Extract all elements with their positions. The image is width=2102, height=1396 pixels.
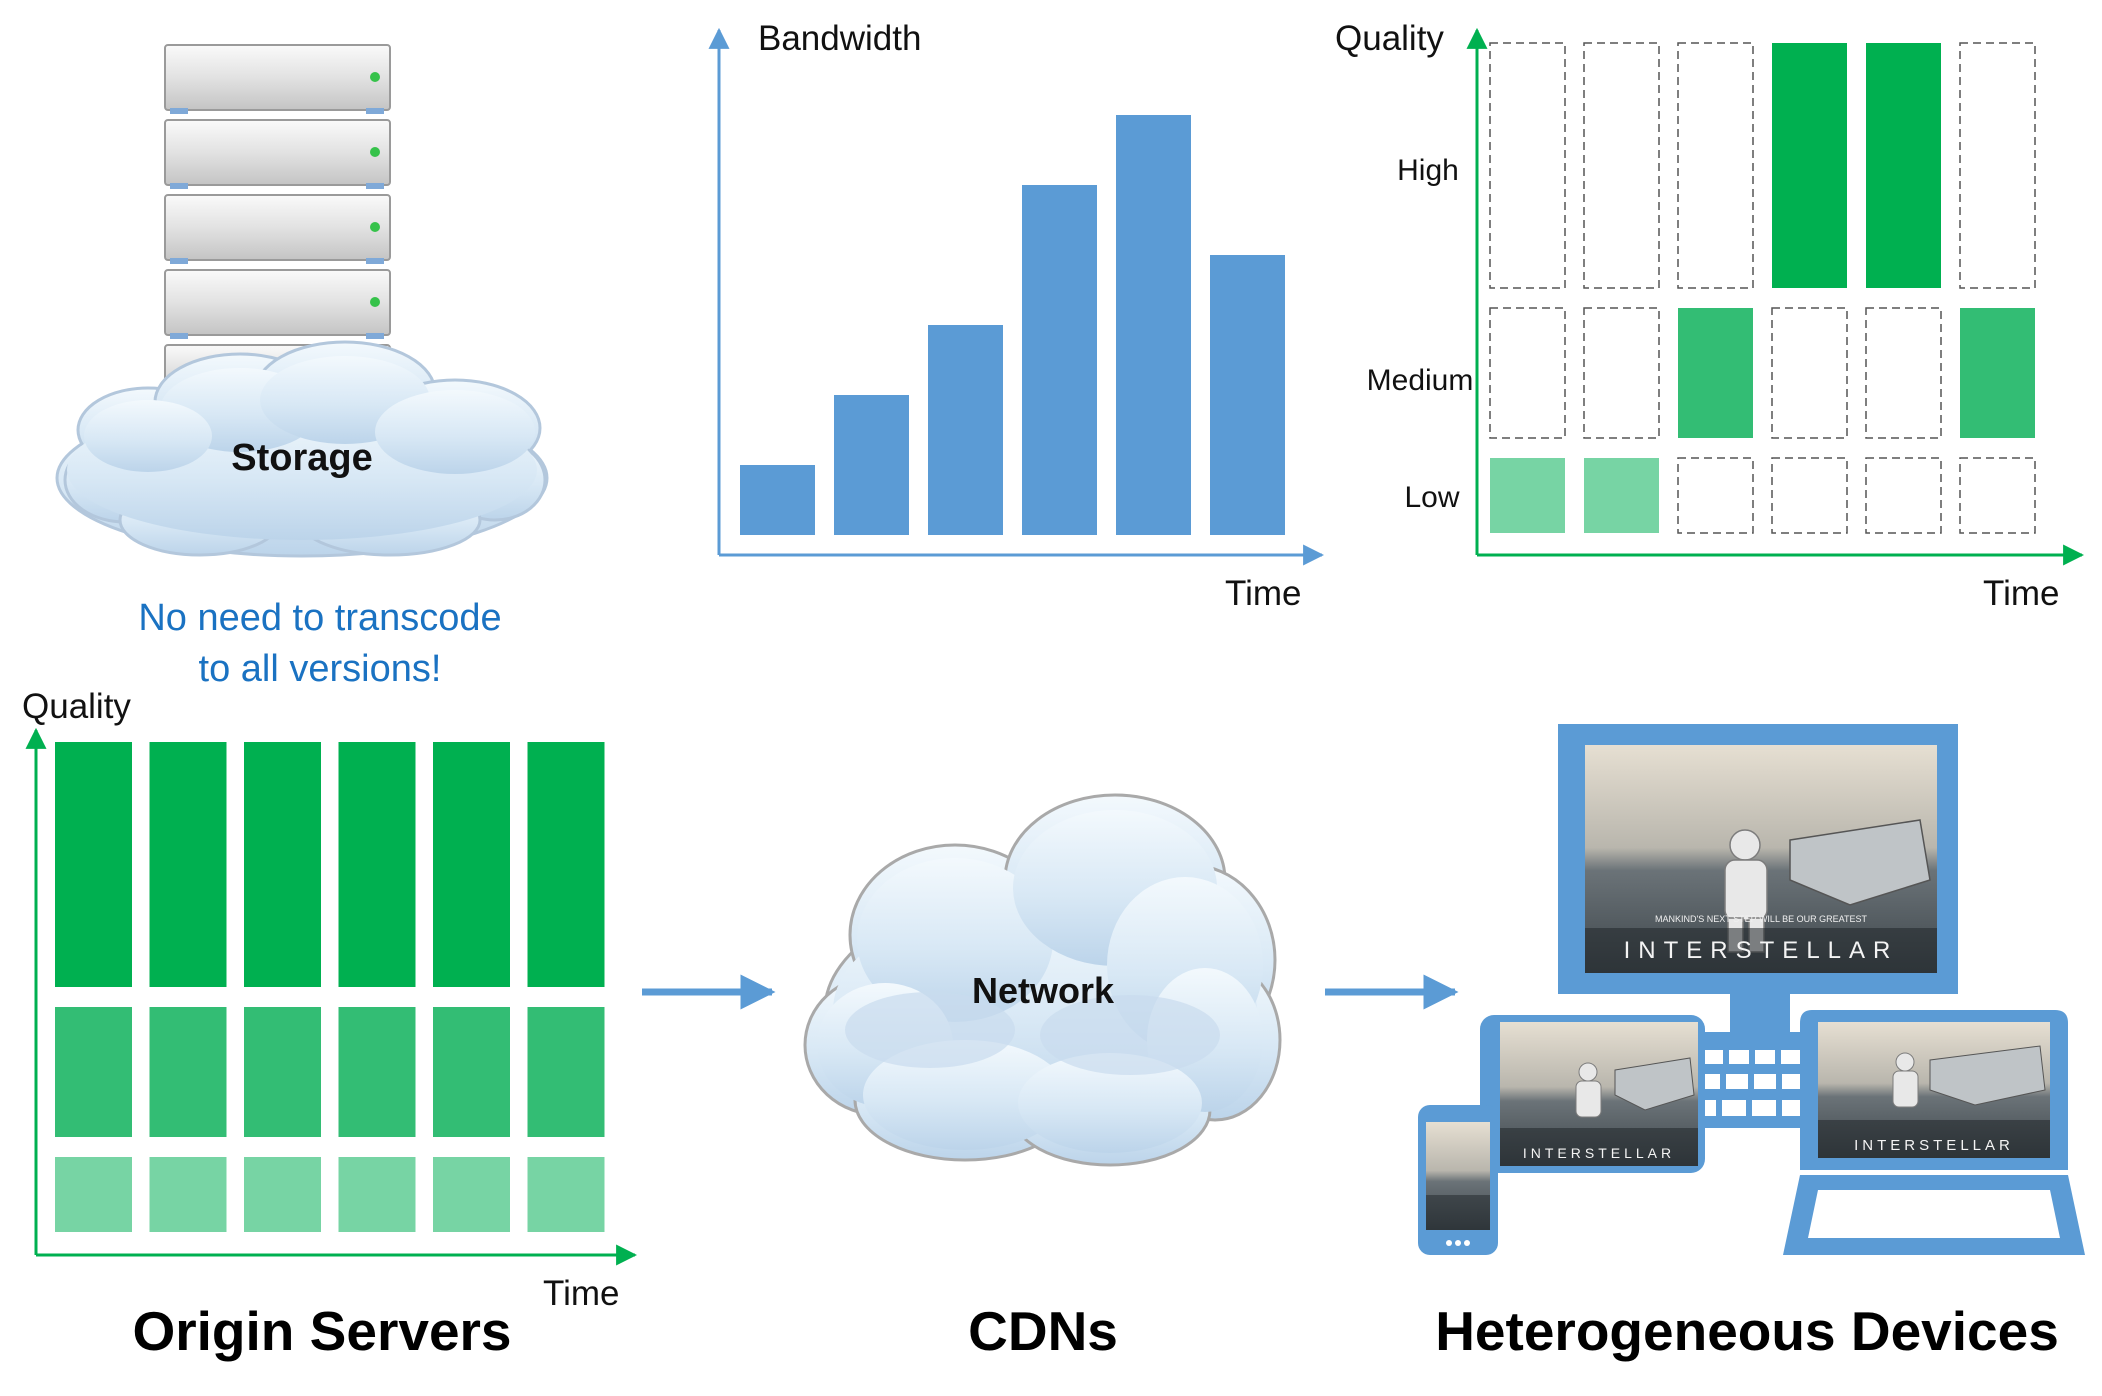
origin-medium-segment: [433, 1007, 510, 1137]
origin-high-segment: [55, 742, 132, 987]
adaptive-quality-chart: Quality Time High Medium Low: [1335, 19, 2085, 613]
empty-quality-cell: [1489, 42, 1566, 289]
empty-quality-cell: [1959, 42, 2036, 289]
origin-low-segment: [527, 1157, 605, 1232]
empty-quality-cell: [1677, 42, 1754, 289]
network-cloud-icon: [803, 793, 1282, 1167]
spacecraft-shape: [1789, 819, 1931, 906]
poster-tagline-large: MANKIND'S NEXT STEP WILL BE OUR GREATEST: [1655, 914, 1867, 924]
quality-x-axis-label: Time: [1983, 574, 2059, 613]
storage-label: Storage: [231, 437, 372, 479]
quality-y-axis-label: Quality: [1335, 19, 1444, 58]
bandwidth-bar: [928, 325, 1003, 535]
origin-y-axis-label: Quality: [22, 687, 131, 726]
empty-quality-cell: [1677, 457, 1754, 534]
selected-quality-cell: [1490, 458, 1565, 533]
level-label-high: High: [1397, 154, 1459, 187]
origin-low-segment: [244, 1157, 321, 1232]
origin-medium-segment: [244, 1007, 321, 1137]
empty-quality-cell: [1771, 307, 1848, 439]
selected-quality-cell: [1866, 43, 1941, 288]
poster-title-laptop: INTERSTELLAR: [1854, 1137, 2014, 1154]
bandwidth-x-axis-label: Time: [1225, 574, 1301, 613]
smartphone-icon: [1418, 1105, 1498, 1255]
network-label: Network: [972, 970, 1115, 1011]
selected-quality-cell: [1772, 43, 1847, 288]
empty-quality-cell: [1489, 307, 1566, 439]
origin-medium-segment: [149, 1007, 227, 1137]
origin-medium-segment: [55, 1007, 132, 1137]
bandwidth-y-axis-label: Bandwidth: [758, 19, 921, 58]
selected-quality-cell: [1678, 308, 1753, 438]
bandwidth-bars: [740, 115, 1285, 535]
heterogeneous-devices-caption: Heterogeneous Devices: [1435, 1300, 2059, 1362]
origin-x-axis-label: Time: [543, 1274, 619, 1313]
origin-low-segment: [338, 1157, 416, 1232]
empty-quality-cell: [1865, 457, 1942, 534]
desktop-monitor-icon: MANKIND'S NEXT STEP WILL BE OUR GREATEST…: [1558, 724, 1958, 1032]
origin-high-segment: [338, 742, 416, 987]
level-label-medium: Medium: [1367, 364, 1474, 397]
level-label-low: Low: [1404, 481, 1459, 514]
storage-cloud-icon: [55, 340, 549, 558]
bandwidth-bar: [1210, 255, 1285, 535]
bandwidth-bar: [834, 395, 909, 535]
bandwidth-chart: Bandwidth Time: [708, 19, 1325, 613]
empty-quality-cell: [1583, 42, 1660, 289]
origin-servers-caption: Origin Servers: [132, 1300, 511, 1362]
bandwidth-bar: [1116, 115, 1191, 535]
bandwidth-bar: [1022, 185, 1097, 535]
laptop-icon: INTERSTELLAR: [1783, 1010, 2085, 1255]
empty-quality-cell: [1771, 457, 1848, 534]
origin-medium-segment: [338, 1007, 416, 1137]
poster-title-large: INTERSTELLAR: [1624, 937, 1899, 964]
selected-quality-cell: [1960, 308, 2035, 438]
poster-title-tablet: INTERSTELLAR: [1523, 1145, 1675, 1161]
origin-high-segment: [244, 742, 321, 987]
origin-high-segment: [433, 742, 510, 987]
quality-cells: [1489, 42, 2036, 534]
origin-segments: [55, 742, 605, 1232]
empty-quality-cell: [1959, 457, 2036, 534]
origin-medium-segment: [527, 1007, 605, 1137]
transcode-note-line2: to all versions!: [199, 648, 442, 690]
origin-low-segment: [433, 1157, 510, 1232]
cdns-caption: CDNs: [968, 1300, 1118, 1362]
origin-quality-grid: Quality Time: [22, 687, 638, 1313]
empty-quality-cell: [1583, 307, 1660, 439]
bandwidth-bar: [740, 465, 815, 535]
selected-quality-cell: [1584, 458, 1659, 533]
tablet-icon: INTERSTELLAR: [1480, 1015, 1705, 1173]
origin-low-segment: [55, 1157, 132, 1232]
origin-low-segment: [149, 1157, 227, 1232]
origin-high-segment: [149, 742, 227, 987]
origin-high-segment: [527, 742, 605, 987]
transcode-note-line1: No need to transcode: [138, 597, 501, 639]
empty-quality-cell: [1865, 307, 1942, 439]
